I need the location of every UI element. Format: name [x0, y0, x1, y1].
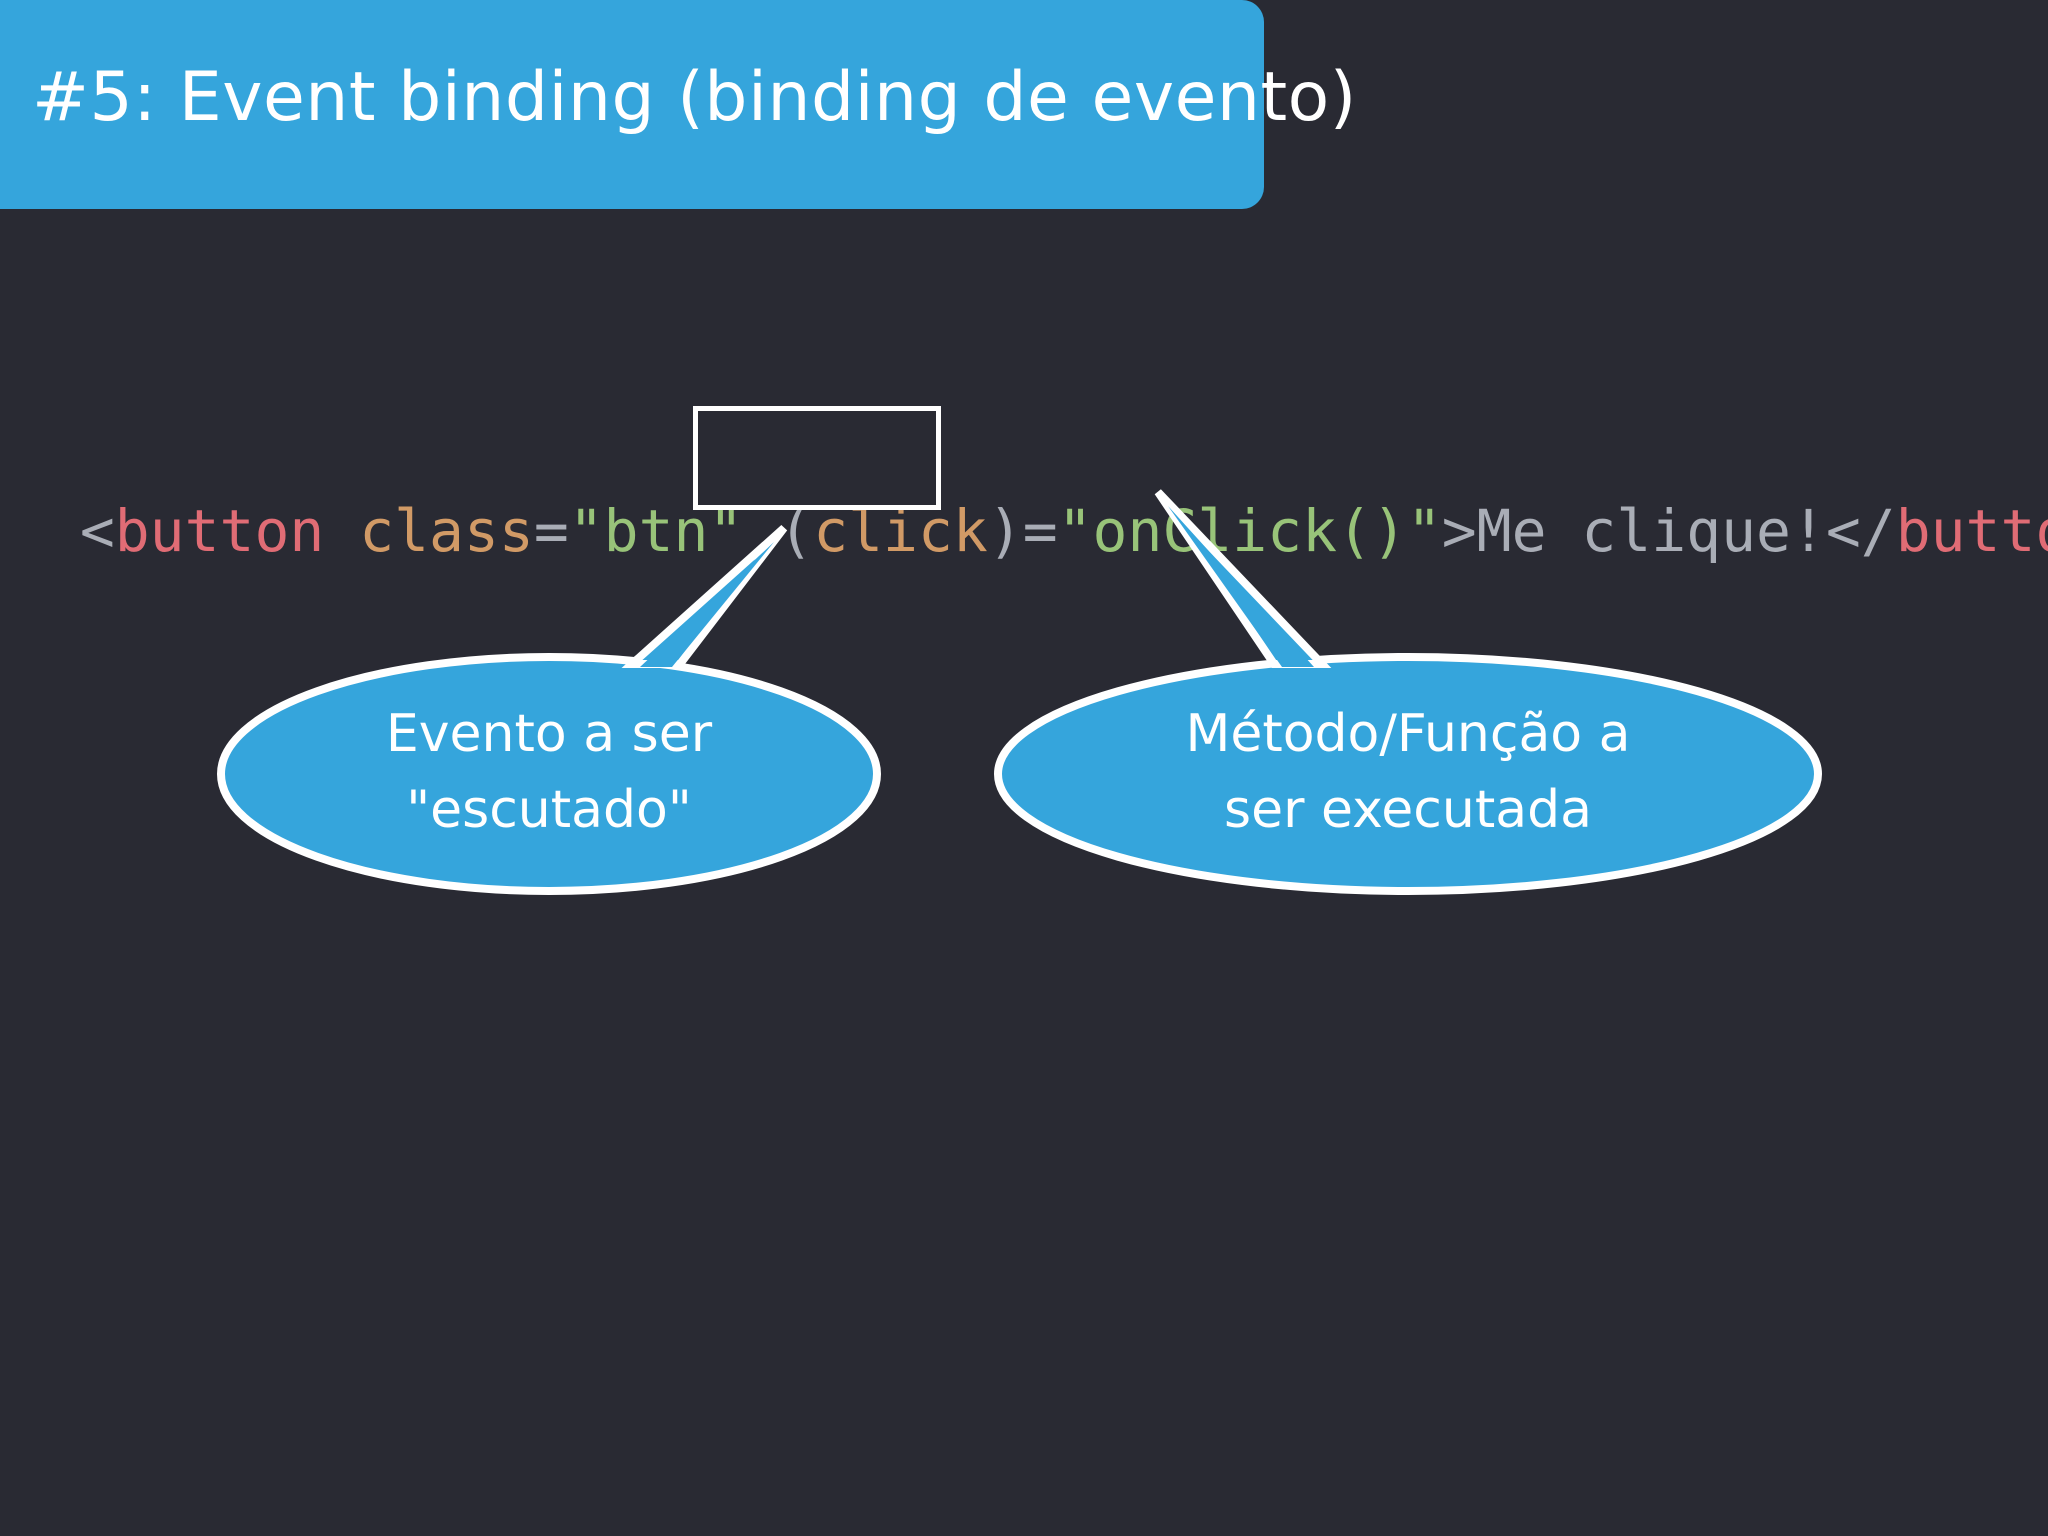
slide-title: #5: Event binding (binding de evento): [32, 58, 1357, 137]
code-token: Me clique!: [1476, 497, 1826, 565]
code-token: <: [79, 497, 115, 565]
code-token: >: [1441, 497, 1477, 565]
callout-event-pointer-fill: [640, 542, 774, 667]
code-token-handler: "onClick()": [1057, 497, 1442, 565]
callout-method-line1: Método/Função a: [1185, 704, 1631, 764]
callout-method-line2: ser executada: [1224, 780, 1592, 840]
callout-method-text: Método/Função a ser executada: [1058, 696, 1758, 848]
event-highlight-box: [693, 406, 941, 510]
code-token: button: [1895, 497, 2048, 565]
callout-method-pointer: [1154, 489, 1332, 668]
callout-method-pointer-fill: [1168, 506, 1314, 667]
callout-event-bubble: [217, 653, 881, 895]
code-token: button: [114, 497, 325, 565]
callout-method: [994, 489, 1822, 895]
code-token: =: [1022, 497, 1058, 565]
callout-event: [217, 525, 881, 895]
callout-event-line2: "escutado": [406, 780, 692, 840]
code-snippet: <button class="btn" (click)="onClick()">…: [10, 426, 2048, 566]
title-banner: #5: Event binding (binding de evento): [0, 0, 1356, 209]
callout-event-text: Evento a ser "escutado": [299, 696, 799, 848]
callout-method-bubble: [994, 653, 1822, 895]
code-token: ): [987, 497, 1023, 565]
callout-event-line1: Evento a ser: [385, 704, 713, 764]
callout-event-pointer: [621, 525, 788, 668]
code-token: class: [359, 497, 534, 565]
code-token: </: [1825, 497, 1896, 565]
code-token: =: [533, 497, 569, 565]
